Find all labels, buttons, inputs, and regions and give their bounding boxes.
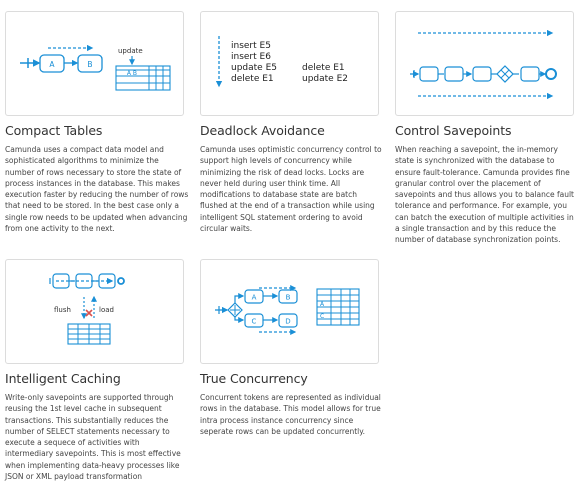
row-a-label: A (320, 301, 325, 308)
table-icon: update A B (115, 47, 171, 91)
feature-description: Camunda uses a compact data model and so… (5, 145, 189, 234)
savepoint-flow-icon (410, 29, 557, 100)
intelligent-caching-illustration: flush load (5, 259, 184, 364)
feature-title: Deadlock Avoidance (200, 123, 325, 138)
statement-line: delete E1 (302, 63, 345, 73)
deadlock-avoidance-illustration: insert E5 insert E6 update E5 delete E1 … (200, 11, 379, 116)
feature-title: Control Savepoints (395, 123, 512, 138)
row-c-label: C (320, 313, 324, 320)
update-label: update (118, 47, 143, 55)
process-flow-icon: A B (20, 44, 103, 73)
table-icon: A C (316, 288, 360, 326)
box-b-label: B (87, 60, 92, 69)
feature-description: Concurrent tokens are represented as ind… (200, 393, 381, 436)
box-d-label: D (285, 318, 290, 326)
control-savepoints-illustration (395, 11, 574, 116)
statement-line: insert E6 (231, 52, 271, 62)
feature-description: Camunda uses optimistic concurrency cont… (200, 145, 382, 234)
parallel-flow-icon: A B C D (215, 285, 298, 335)
box-c-label: C (252, 318, 257, 326)
statement-line: delete E1 (231, 74, 274, 84)
box-b-label: B (286, 294, 291, 302)
feature-title: Intelligent Caching (5, 371, 121, 386)
feature-title: Compact Tables (5, 123, 103, 138)
row-label: A B (127, 70, 137, 77)
compact-tables-illustration: A B update A B (5, 11, 184, 116)
true-concurrency-illustration: A B C D A C (200, 259, 379, 364)
flush-label: flush (54, 306, 71, 314)
statement-line: update E5 (231, 63, 277, 73)
statement-line: update E2 (302, 74, 348, 84)
feature-title: True Concurrency (200, 371, 308, 386)
box-a-label: A (252, 294, 257, 302)
statement-line: insert E5 (231, 41, 271, 51)
load-label: load (99, 306, 114, 314)
cache-flow-icon: flush load (49, 273, 125, 345)
feature-description: When reaching a savepoint, the in-memory… (395, 145, 574, 245)
feature-description: Write-only savepoints are supported thro… (5, 393, 181, 482)
box-a-label: A (49, 60, 55, 69)
